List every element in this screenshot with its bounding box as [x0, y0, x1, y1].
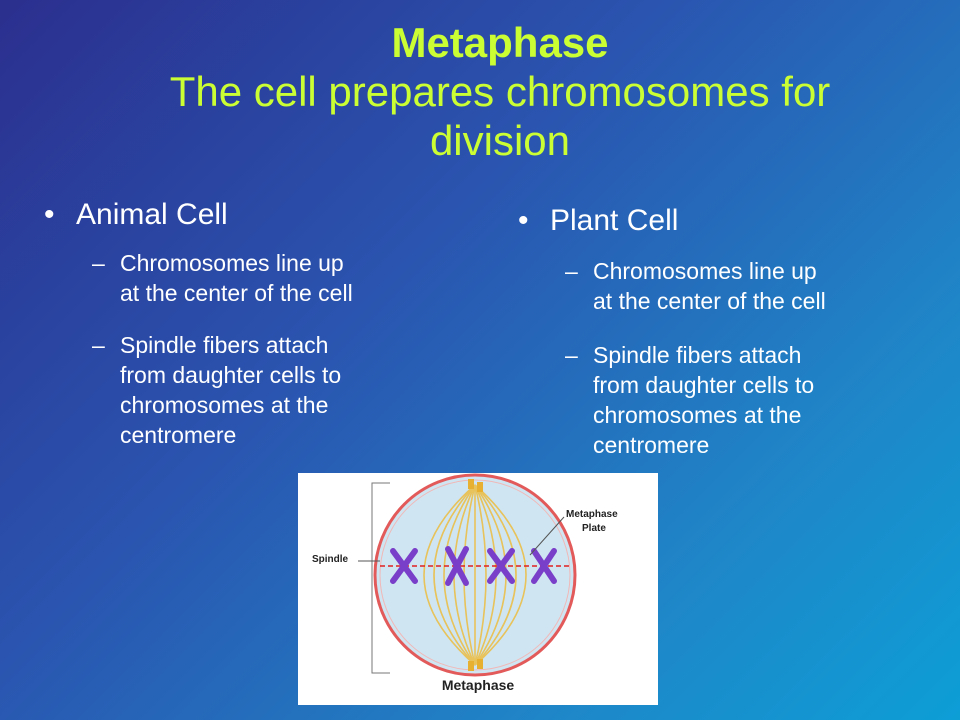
- line: Spindle fibers attach: [593, 342, 802, 368]
- dash-glyph: –: [565, 258, 578, 284]
- line: chromosomes at the: [593, 402, 802, 428]
- bullet-text: Plant Cell: [550, 204, 679, 237]
- title-sub-line1: The cell prepares chromosomes for: [169, 68, 831, 116]
- bullet-text: Animal Cell: [76, 198, 228, 231]
- line: Spindle fibers attach: [120, 332, 329, 358]
- chromosome: [445, 546, 469, 586]
- diagram-caption: Metaphase: [441, 677, 515, 693]
- dash-glyph: –: [565, 342, 578, 368]
- label-spindle: Spindle: [312, 554, 349, 565]
- chromosome: [390, 548, 418, 584]
- title-sub-line2: division: [429, 117, 571, 165]
- line: from daughter cells to: [120, 362, 342, 388]
- line: at the center of the cell: [120, 280, 353, 306]
- line: chromosomes at the: [120, 392, 329, 418]
- line: centromere: [120, 422, 237, 448]
- slide-title: Metaphase The cell prepares chromosomes …: [60, 18, 940, 165]
- line: Chromosomes line up: [120, 250, 344, 276]
- line: at the center of the cell: [593, 288, 826, 314]
- centrosome-bottom: [468, 659, 483, 671]
- label-metaphase-plate-line1: Metaphase: [566, 509, 618, 520]
- cell-illustration: [358, 473, 577, 677]
- line: Chromosomes line up: [593, 258, 817, 284]
- label-metaphase-plate-line2: Plate: [582, 523, 606, 534]
- line: centromere: [593, 432, 710, 458]
- spindle-bracket: [371, 482, 390, 674]
- chromosome: [531, 548, 557, 584]
- line: from daughter cells to: [593, 372, 815, 398]
- cell-membrane-inner: [379, 479, 571, 671]
- plate-pointer: [529, 516, 565, 556]
- centrosome-top: [468, 479, 483, 492]
- bullet-dot: •: [518, 204, 529, 237]
- chromosomes: [390, 546, 557, 586]
- chromosome: [487, 548, 515, 584]
- dash-glyph: –: [92, 250, 105, 276]
- dash-glyph: –: [92, 332, 105, 358]
- title-main: Metaphase: [391, 19, 609, 66]
- bullet-dot: •: [44, 198, 55, 231]
- metaphase-diagram: Spindle Metaphase Plate Metaphase: [298, 473, 658, 705]
